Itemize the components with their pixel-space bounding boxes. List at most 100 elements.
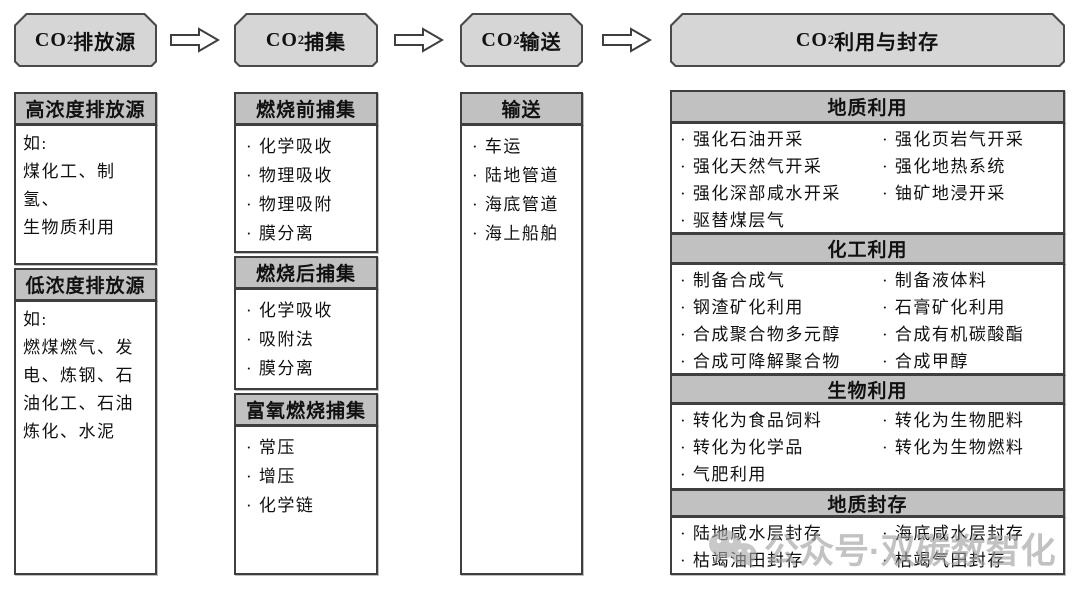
list-item: · 转化为化学品 [680, 438, 804, 457]
list-item: · 物理吸收 [246, 166, 333, 185]
section-body-biological-utilization: · 转化为食品饲料 · 转化为化学品 · 气肥利用 · 转化为生物肥料 · 转化为生物… [670, 403, 1065, 490]
list-item: · 强化天然气开采 [680, 157, 823, 176]
list-item: · 陆地咸水层封存 [680, 524, 823, 543]
stage-label-subscript: 2 [297, 32, 305, 47]
stage-label-prefix: CO [795, 28, 828, 51]
section-title-text: 富氧燃烧捕集 [245, 401, 366, 422]
list-item: · 陆地管道 [472, 166, 559, 185]
section-title-chemical-utilization: 化工利用 [670, 233, 1065, 264]
item-list: · 化学吸收 · 吸附法 · 膜分离 [236, 290, 376, 383]
list-item: · 强化深部咸水开采 [680, 184, 841, 203]
section-title-biological-utilization: 生物利用 [670, 374, 1065, 404]
list-item: · 增压 [246, 467, 296, 486]
section-title-geological-storage: 地质封存 [670, 489, 1065, 517]
list-item: · 转化为生物肥料 [882, 411, 1025, 430]
stage-label-prefix: CO [265, 28, 298, 51]
stage-label-suffix: 排放源 [73, 31, 137, 54]
item-list: · 化学吸收 · 物理吸收 · 物理吸附 · 膜分离 [236, 126, 376, 248]
list-item: · 常压 [246, 438, 296, 457]
flow-arrow-icon [170, 27, 220, 53]
stage-label-suffix: 捕集 [304, 31, 347, 54]
stage-label-subscript: 2 [827, 32, 835, 47]
list-item: · 化学吸收 [246, 301, 333, 320]
section-title-pre-combustion: 燃烧前捕集 [234, 92, 378, 125]
section-body-geological-utilization: · 强化石油开采 · 强化天然气开采 · 强化深部咸水开采 · 驱替煤层气 · 强化页… [670, 122, 1065, 234]
list-item: · 化学链 [246, 496, 315, 515]
stage-label-prefix: CO [481, 28, 514, 51]
section-title-text: 化工利用 [827, 240, 908, 261]
section-title-text: 燃烧后捕集 [255, 264, 356, 285]
section-title-high-concentration: 高浓度排放源 [14, 92, 157, 125]
stage-label-suffix: 利用与封存 [834, 31, 940, 54]
item-list: · 车运 · 陆地管道 · 海底管道 · 海上船舶 [462, 126, 581, 248]
section-body-high-concentration: 如: 煤化工、制氢、 生物质利用 [14, 124, 157, 265]
section-title-text: 地质封存 [827, 494, 908, 516]
section-body-post-combustion: · 化学吸收 · 吸附法 · 膜分离 [234, 288, 378, 390]
item-list-right: · 海底咸水层封存· 枯竭气田封存 [882, 520, 1063, 574]
section-title-oxyfuel: 富氧燃烧捕集 [234, 393, 378, 426]
section-title-text: 燃烧前捕集 [255, 100, 356, 121]
list-item: · 转化为食品饲料 [680, 411, 823, 430]
list-item: · 强化地热系统 [882, 157, 1006, 176]
section-body-low-concentration: 如: 燃煤燃气、发 电、炼钢、石 油化工、石油 炼化、水泥 [14, 300, 157, 575]
section-body-oxyfuel: · 常压 · 增压 · 化学链 [234, 425, 378, 575]
section-title-text: 输送 [501, 100, 542, 121]
list-item: · 石膏矿化利用 [882, 298, 1006, 317]
item-list-right: · 强化页岩气开采 · 强化地热系统 · 铀矿地浸开采 [882, 126, 1063, 234]
flow-arrow-icon [602, 27, 652, 53]
item-list-left: · 制备合成气 · 钢渣矿化利用 · 合成聚合物多元醇 · 合成可降解聚合物 [680, 267, 882, 375]
list-item: · 合成甲醇 [882, 352, 969, 371]
stage-label-suffix: 输送 [519, 31, 562, 54]
list-item: · 枯竭油田封存 [680, 551, 804, 570]
list-item: · 枯竭气田封存 [882, 551, 1006, 570]
list-item: · 合成可降解聚合物 [680, 352, 841, 371]
list-item: · 膜分离 [246, 224, 315, 243]
list-item: · 气肥利用 [680, 465, 767, 484]
item-list: · 常压 · 增压 · 化学链 [236, 427, 376, 520]
list-item: · 铀矿地浸开采 [882, 184, 1006, 203]
section-body-chemical-utilization: · 制备合成气 · 钢渣矿化利用 · 合成聚合物多元醇 · 合成可降解聚合物 · 制备… [670, 263, 1065, 375]
list-item: · 海底管道 [472, 195, 559, 214]
list-item: · 强化石油开采 [680, 130, 804, 149]
list-item: · 化学吸收 [246, 137, 333, 156]
section-paragraph: 如: 燃煤燃气、发 电、炼钢、石 油化工、石油 炼化、水泥 [23, 310, 134, 441]
stage-label-subscript: 2 [513, 32, 520, 47]
section-paragraph: 如: 煤化工、制氢、 生物质利用 [23, 134, 116, 237]
list-item: · 强化页岩气开采 [882, 130, 1025, 149]
list-item: · 转化为生物燃料 [882, 438, 1025, 457]
section-title-post-combustion: 燃烧后捕集 [234, 256, 378, 289]
list-item: · 物理吸附 [246, 195, 333, 214]
list-item: · 合成有机碳酸酯 [882, 325, 1025, 344]
list-item: · 制备液体料 [882, 271, 988, 290]
section-title-text: 地质利用 [827, 98, 908, 119]
list-item: · 车运 [472, 137, 522, 156]
section-title-text: 低浓度排放源 [25, 276, 146, 297]
section-body-transport: · 车运 · 陆地管道 · 海底管道 · 海上船舶 [460, 124, 583, 575]
list-item: · 钢渣矿化利用 [680, 298, 804, 317]
section-title-low-concentration: 低浓度排放源 [14, 268, 157, 301]
list-item: · 膜分离 [246, 359, 315, 378]
list-item: · 制备合成气 [680, 271, 786, 290]
section-body-geological-storage: · 陆地咸水层封存 · 枯竭油田封存 · 海底咸水层封存· 枯竭气田封存 [670, 516, 1065, 575]
item-list-left: · 转化为食品饲料 · 转化为化学品 · 气肥利用 [680, 407, 882, 488]
item-list-left: · 陆地咸水层封存 · 枯竭油田封存 [680, 520, 882, 574]
list-item: · 海上船舶 [472, 224, 559, 243]
section-body-pre-combustion: · 化学吸收 · 物理吸收 · 物理吸附 · 膜分离 [234, 124, 378, 253]
section-title-transport: 输送 [460, 92, 583, 125]
list-item: · 吸附法 [246, 330, 315, 349]
stage-label-prefix: CO [34, 28, 67, 51]
list-item: · 驱替煤层气 [680, 211, 786, 230]
section-title-geological-utilization: 地质利用 [670, 90, 1065, 123]
section-title-text: 生物利用 [827, 380, 908, 402]
item-list-left: · 强化石油开采 · 强化天然气开采 · 强化深部咸水开采 · 驱替煤层气 [680, 126, 882, 234]
list-item: · 合成聚合物多元醇 [680, 325, 841, 344]
section-title-text: 高浓度排放源 [25, 100, 146, 121]
